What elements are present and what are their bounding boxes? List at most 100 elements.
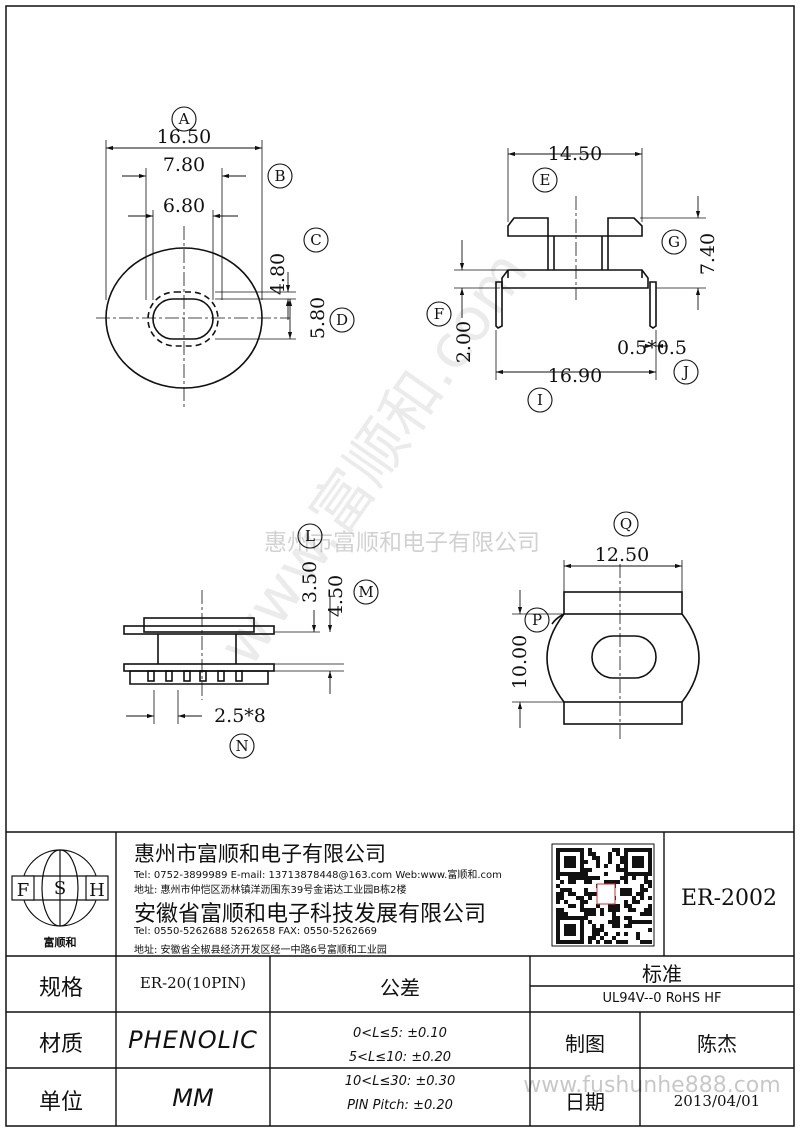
dim-e: 5.80	[307, 297, 329, 339]
dim-f: 14.50	[548, 143, 602, 165]
qr-module	[580, 852, 584, 856]
qr-module	[576, 872, 580, 876]
qr-module	[580, 932, 584, 936]
qr-module	[648, 852, 652, 856]
qr-module	[632, 848, 636, 852]
company1-contact: Tel: 0752-3899989 E-mail: 13713878448@16…	[134, 870, 502, 881]
qr-module	[648, 848, 652, 852]
bubble-g: G	[668, 233, 680, 251]
qr-module	[644, 848, 648, 852]
qr-module	[636, 856, 640, 860]
bubble-m: M	[358, 583, 373, 601]
qr-module	[564, 872, 568, 876]
qr-module	[564, 940, 568, 944]
qr-module	[628, 920, 632, 924]
qr-module	[612, 908, 616, 912]
qr-module	[648, 920, 652, 924]
qr-module	[556, 856, 560, 860]
date-value: 2013/04/01	[673, 1092, 761, 1110]
qr-module	[568, 848, 572, 852]
logo-letter-f: F	[17, 880, 30, 901]
qr-module	[564, 888, 568, 892]
qr-module	[616, 940, 620, 944]
qr-module	[556, 916, 560, 920]
qr-module	[592, 892, 596, 896]
qr-module	[604, 880, 608, 884]
qr-module	[568, 888, 572, 892]
qr-code	[551, 843, 655, 947]
qr-module	[564, 848, 568, 852]
qr-module	[584, 916, 588, 920]
qr-module	[588, 912, 592, 916]
qr-module	[572, 916, 576, 920]
qr-module	[588, 940, 592, 944]
qr-module	[628, 888, 632, 892]
qr-module	[580, 876, 584, 880]
qr-module	[580, 936, 584, 940]
qr-module	[592, 928, 596, 932]
bubble-n: N	[235, 737, 248, 755]
qr-module	[648, 896, 652, 900]
qr-module	[588, 908, 592, 912]
qr-module	[624, 868, 628, 872]
qr-module	[596, 928, 600, 932]
bubble-l-circle	[297, 523, 323, 549]
qr-module	[608, 908, 612, 912]
qr-module	[632, 864, 636, 868]
qr-module	[644, 876, 648, 880]
qr-module	[564, 856, 568, 860]
qr-module	[556, 860, 560, 864]
qr-module	[600, 912, 604, 916]
qr-module	[556, 924, 560, 928]
logo-letter-s: S	[54, 878, 66, 899]
standard-label: 标准	[642, 962, 682, 986]
qr-module	[616, 924, 620, 928]
qr-module	[592, 936, 596, 940]
qr-module	[632, 896, 636, 900]
qr-module	[584, 876, 588, 880]
qr-module	[588, 936, 592, 940]
bubble-a-circle	[171, 106, 197, 132]
qr-module	[616, 868, 620, 872]
qr-module	[568, 876, 572, 880]
qr-module	[648, 940, 652, 944]
drawn-label: 制图	[565, 1032, 605, 1056]
qr-module	[632, 908, 636, 912]
qr-module	[640, 892, 644, 896]
qr-module	[624, 916, 628, 920]
qr-module	[580, 868, 584, 872]
qr-module	[612, 924, 616, 928]
qr-module	[580, 920, 584, 924]
qr-module	[648, 868, 652, 872]
qr-module	[612, 904, 616, 908]
qr-module	[588, 880, 592, 884]
qr-module	[560, 880, 564, 884]
qr-module	[624, 872, 628, 876]
qr-module	[568, 916, 572, 920]
qr-module	[620, 876, 624, 880]
watermark-company: 惠州市富顺和电子有限公司	[264, 530, 540, 556]
qr-module	[564, 924, 568, 928]
qr-module	[564, 864, 568, 868]
qr-module	[568, 928, 572, 932]
bubble-a: A	[178, 110, 190, 128]
qr-module	[572, 856, 576, 860]
bubble-n-circle	[229, 733, 255, 759]
bubble-j: J	[681, 363, 689, 381]
qr-module	[556, 900, 560, 904]
qr-module	[576, 848, 580, 852]
qr-module	[564, 860, 568, 864]
qr-module	[556, 896, 560, 900]
qr-module	[648, 908, 652, 912]
qr-module	[580, 872, 584, 876]
qr-module	[640, 860, 644, 864]
qr-module	[624, 876, 628, 880]
qr-module	[644, 940, 648, 944]
qr-module	[556, 920, 560, 924]
qr-module	[568, 892, 572, 896]
qr-module	[640, 872, 644, 876]
qr-module	[640, 896, 644, 900]
qr-module	[568, 904, 572, 908]
qr-module	[564, 900, 568, 904]
qr-module	[556, 852, 560, 856]
